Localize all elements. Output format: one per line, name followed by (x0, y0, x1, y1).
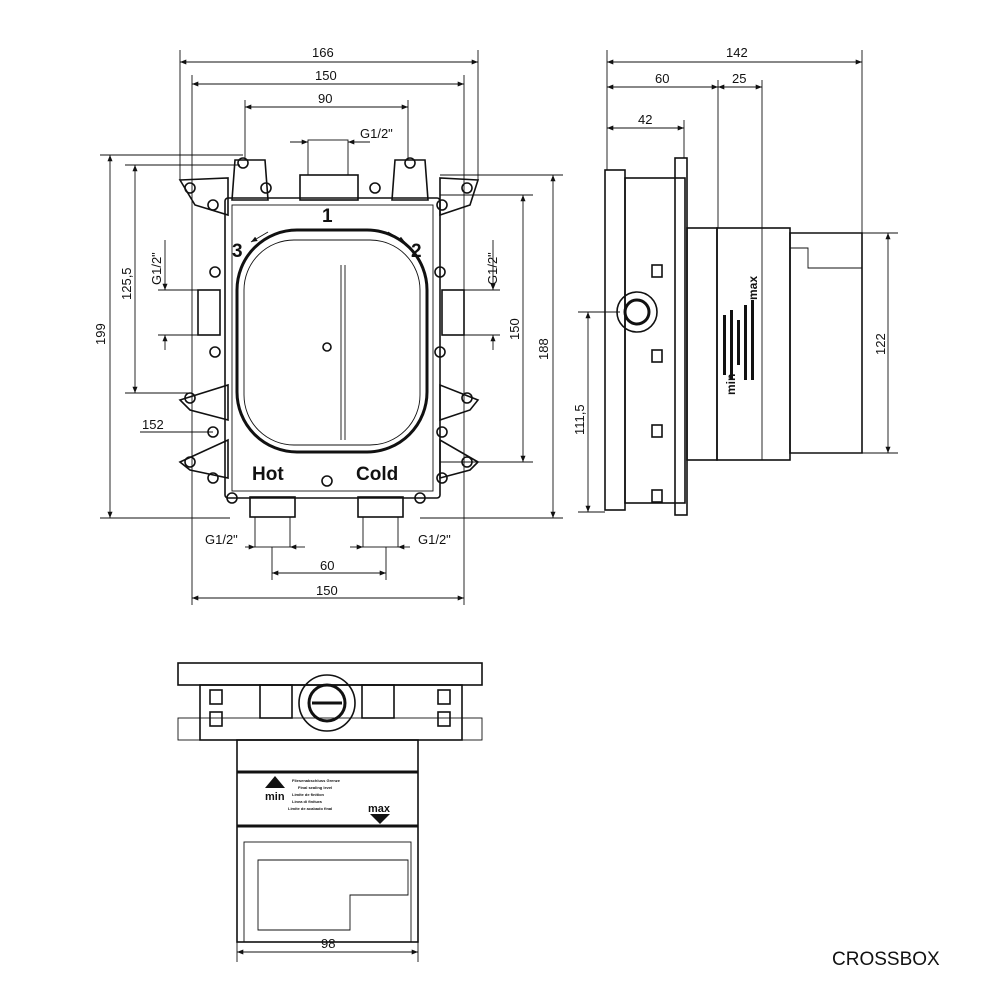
sealing-line-2: Final sealing level (298, 785, 332, 790)
dim-150-top: 150 (315, 68, 337, 83)
bottom-max-label: max (368, 803, 391, 815)
dim-42: 42 (638, 112, 652, 127)
dim-bottom-thread-right: G1/2" (418, 532, 451, 547)
product-name: CROSSBOX (832, 949, 940, 970)
hot-inlet (249, 496, 296, 518)
dim-150-bottom: 150 (316, 583, 338, 598)
outlet-2-label: 2 (411, 241, 422, 262)
dim-98: 98 (321, 936, 335, 951)
dim-left-thread: G1/2" (149, 252, 164, 285)
dim-199: 199 (93, 323, 108, 345)
center-screw (322, 342, 332, 352)
front-view: 1 2 3 Hot Cold 166 150 90 G1/2" 199 125 (93, 45, 563, 605)
screws (184, 157, 473, 504)
dim-60: 60 (320, 558, 334, 573)
sealing-line-3: Limite de finition (292, 792, 325, 797)
dim-90: 90 (318, 91, 332, 106)
dim-122: 122 (873, 333, 888, 355)
dim-188: 188 (536, 338, 551, 360)
bottom-box (236, 739, 419, 943)
left-port (197, 289, 221, 336)
arrow-2-icon (387, 231, 406, 243)
side-max-label: max (746, 276, 760, 300)
bottom-min-label: min (265, 791, 285, 803)
side-min-label: min (724, 374, 738, 395)
dim-top-thread: G1/2" (360, 126, 393, 141)
side-cap (789, 232, 863, 454)
right-port (441, 289, 465, 336)
sealing-line-1: Fliesenabschluss Grenze (292, 778, 341, 783)
dim-25: 25 (732, 71, 746, 86)
dim-166: 166 (312, 45, 334, 60)
housing-body (224, 197, 441, 499)
hot-label: Hot (252, 464, 284, 485)
dim-142: 142 (726, 45, 748, 60)
dim-152: 152 (142, 417, 164, 432)
side-outlet (616, 291, 658, 333)
cover-plate (235, 228, 429, 454)
bottom-view: min max Fliesenabschluss Grenze Final se… (177, 662, 483, 962)
bottom-outlet (298, 674, 356, 732)
dim-right-thread: G1/2" (485, 252, 500, 285)
side-view: min max 142 60 25 42 122 111,5 (572, 45, 898, 516)
arrow-3-icon (250, 231, 269, 243)
cold-label: Cold (356, 464, 398, 485)
side-flange (624, 177, 686, 504)
min-arrow-icon (265, 776, 285, 788)
dim-125-5: 125,5 (119, 267, 134, 300)
outlet-1-label: 1 (322, 206, 333, 227)
max-arrow-icon (370, 814, 390, 824)
sealing-line-5: Limite de acabado final (288, 806, 332, 811)
dim-111-5: 111,5 (572, 404, 587, 435)
dim-150-right: 150 (507, 318, 522, 340)
top-outlet (299, 174, 359, 201)
dim-bottom-thread-left: G1/2" (205, 532, 238, 547)
cold-inlet (357, 496, 404, 518)
bottom-flange (177, 662, 483, 686)
outlet-3-label: 3 (232, 241, 243, 262)
sealing-line-4: Linea di finitura (292, 799, 323, 804)
dim-60-depth: 60 (655, 71, 669, 86)
